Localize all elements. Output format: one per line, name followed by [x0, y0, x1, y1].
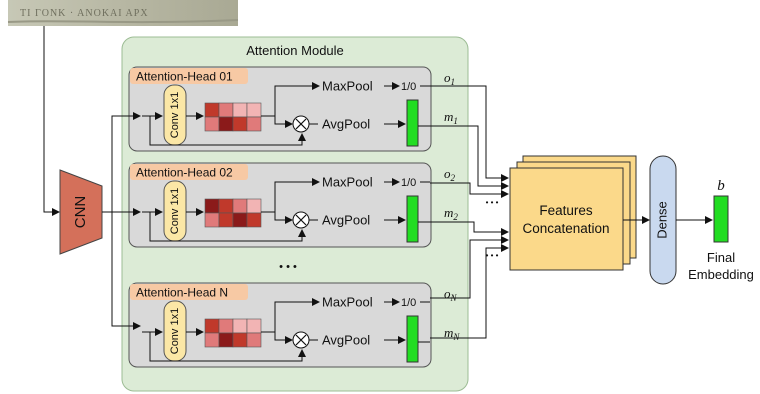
- attention-map-cell: [218, 116, 234, 132]
- output-o-label: o1: [444, 70, 455, 87]
- avgpool-label: AvgPool: [322, 213, 370, 228]
- head-title: Attention-Head 02: [136, 166, 233, 180]
- head-title-bg: [130, 284, 248, 300]
- input-image: ΤΙ ΓΟΝΚ · ΑΝΟΚΑΙ ΑΡΧ: [7, 0, 239, 26]
- cnn-label: CNN: [72, 196, 89, 229]
- binary-output-label: 1/0: [401, 297, 416, 309]
- inscription-text: ΤΙ ΓΟΝΚ · ΑΝΟΚΑΙ ΑΡΧ: [20, 8, 149, 19]
- attention-map-cell: [204, 318, 220, 334]
- maxpool-label: MaxPool: [322, 79, 373, 94]
- attention-map-cell: [232, 318, 248, 334]
- attention-map-cell: [218, 198, 234, 214]
- output-m-label: m2: [444, 205, 458, 222]
- conv-label: Conv 1x1: [169, 188, 181, 234]
- attention-map-cell: [218, 332, 234, 348]
- final-embedding-label-1: Final: [707, 250, 735, 265]
- attention-map-cell: [204, 332, 220, 348]
- head-title-bg: [130, 164, 248, 180]
- attention-map-cell: [232, 102, 248, 118]
- attention-map-cell: [246, 318, 262, 334]
- attention-map-cell: [246, 332, 262, 348]
- attention-map-cell: [232, 116, 248, 132]
- head-feature-vector: [406, 315, 419, 363]
- concat-label-1: Features: [539, 203, 593, 218]
- conv-label: Conv 1x1: [169, 92, 181, 138]
- maxpool-label: MaxPool: [322, 175, 373, 190]
- conv-label: Conv 1x1: [169, 308, 181, 354]
- dense-label: Dense: [654, 201, 669, 239]
- attention-map-cell: [204, 102, 220, 118]
- head-feature-vector: [406, 99, 419, 147]
- attention-module-title: Attention Module: [246, 43, 344, 58]
- attention-map-cell: [232, 332, 248, 348]
- binary-output-label: 1/0: [401, 81, 416, 93]
- attention-map-cell: [204, 212, 220, 228]
- attention-map-cell: [232, 198, 248, 214]
- head-title: Attention-Head 01: [136, 70, 233, 84]
- attention-map-cell: [232, 212, 248, 228]
- attention-map-cell: [246, 198, 262, 214]
- attention-map-cell: [204, 198, 220, 214]
- head-feature-vector: [406, 195, 419, 243]
- attention-map-cell: [218, 102, 234, 118]
- dense-block: Dense: [649, 155, 677, 285]
- attention-map-cell: [218, 212, 234, 228]
- binary-output-label: 1/0: [401, 177, 416, 189]
- head-title: Attention-Head N: [136, 286, 228, 300]
- features-concatenation-block: Features Concatenation: [509, 155, 637, 271]
- attention-map-cell: [246, 212, 262, 228]
- heads-ellipsis: • • •: [279, 261, 297, 273]
- concat-label-2: Concatenation: [522, 221, 609, 236]
- attention-map-cell: [246, 102, 262, 118]
- head-title-bg: [130, 68, 248, 84]
- cnn-to-heads-arrows: [102, 112, 141, 330]
- attention-map-cell: [246, 116, 262, 132]
- maxpool-label: MaxPool: [322, 295, 373, 310]
- avgpool-label: AvgPool: [322, 117, 370, 132]
- concat-input-ellipsis-2: • • •: [486, 251, 499, 260]
- concat-input-ellipsis-1: • • •: [486, 198, 499, 207]
- avgpool-label: AvgPool: [322, 333, 370, 348]
- head-outputs-to-concat: [430, 85, 509, 339]
- final-embedding-label-2: Embedding: [688, 267, 754, 282]
- attention-map-cell: [218, 318, 234, 334]
- output-o-label: o2: [444, 166, 456, 183]
- cnn-block: CNN: [59, 169, 103, 255]
- output-m-label: mN: [444, 325, 460, 342]
- embedding-vector: [713, 195, 729, 243]
- input-to-cnn-arrow: [43, 26, 60, 216]
- output-m-label: m1: [444, 109, 458, 126]
- final-embedding: b Final Embedding: [688, 178, 754, 282]
- embedding-symbol: b: [717, 178, 725, 194]
- attention-map-cell: [204, 116, 220, 132]
